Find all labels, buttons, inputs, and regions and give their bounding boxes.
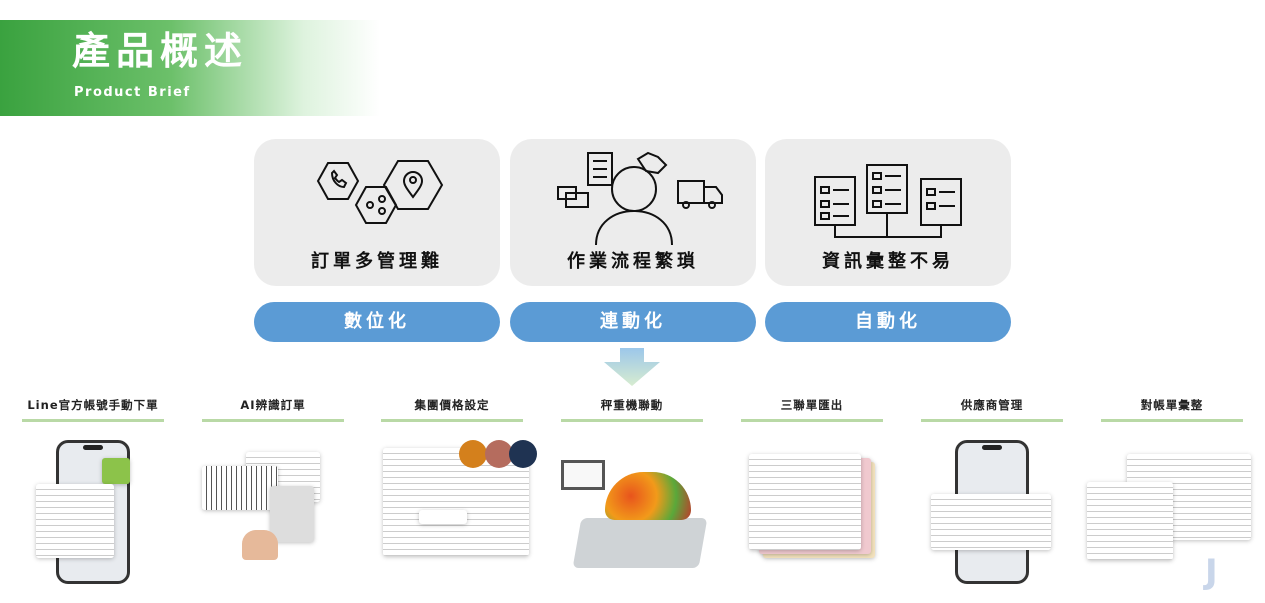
feature-group-pricing: 集團價格設定 bbox=[381, 396, 523, 422]
triplicate-form-image bbox=[741, 438, 883, 586]
order-hexagons-icon bbox=[316, 160, 444, 224]
feature-triplicate-export: 三聯單匯出 bbox=[741, 396, 883, 422]
divider bbox=[741, 419, 883, 422]
page-subtitle: Product Brief bbox=[74, 85, 191, 100]
divider bbox=[921, 419, 1063, 422]
group-pricing-screenshot bbox=[381, 438, 537, 586]
solution-link: 連動化 bbox=[510, 302, 756, 342]
scale-image bbox=[561, 438, 708, 586]
problem-label: 作業流程繁瑣 bbox=[567, 251, 699, 272]
title-banner: 產品概述 Product Brief bbox=[0, 20, 380, 116]
supplier-mgmt-screenshot bbox=[921, 438, 1063, 586]
feature-scale-link: 秤重機聯動 bbox=[561, 396, 703, 422]
statement-screenshot bbox=[1087, 438, 1251, 586]
divider bbox=[561, 419, 703, 422]
feature-label: Line官方帳號手動下單 bbox=[27, 398, 159, 412]
solution-digitize: 數位化 bbox=[254, 302, 500, 342]
divider bbox=[202, 419, 344, 422]
feature-label: AI辨識訂單 bbox=[240, 398, 306, 412]
ai-recognition-image bbox=[202, 438, 344, 586]
solution-automate: 自動化 bbox=[765, 302, 1011, 342]
feature-supplier-mgmt: 供應商管理 bbox=[921, 396, 1063, 422]
line-order-screenshot bbox=[22, 438, 164, 586]
problem-label: 資訊彙整不易 bbox=[822, 251, 954, 272]
divider bbox=[1101, 419, 1243, 422]
divider bbox=[381, 419, 523, 422]
feature-statement: 對帳單彙整 bbox=[1101, 396, 1243, 422]
problem-card-info: 資訊彙整不易 bbox=[765, 139, 1011, 286]
feature-label: 對帳單彙整 bbox=[1140, 398, 1204, 412]
problem-label: 訂單多管理難 bbox=[311, 251, 443, 272]
brand-logo: J bbox=[1205, 552, 1218, 592]
feature-label: 供應商管理 bbox=[960, 398, 1024, 412]
feature-label: 秤重機聯動 bbox=[600, 398, 664, 412]
feature-line-order: Line官方帳號手動下單 bbox=[22, 396, 164, 422]
problem-card-orders: 訂單多管理難 bbox=[254, 139, 500, 286]
feature-label: 三聯單匯出 bbox=[780, 398, 844, 412]
feature-ai-recognition: AI辨識訂單 bbox=[202, 396, 344, 422]
info-docs-icon bbox=[814, 164, 962, 238]
down-arrow-icon bbox=[604, 348, 660, 386]
divider bbox=[22, 419, 164, 422]
feature-label: 集團價格設定 bbox=[414, 398, 490, 412]
page-title: 產品概述 bbox=[72, 29, 249, 73]
problem-card-workflow: 作業流程繁瑣 bbox=[510, 139, 756, 286]
workflow-person-icon bbox=[557, 151, 723, 246]
